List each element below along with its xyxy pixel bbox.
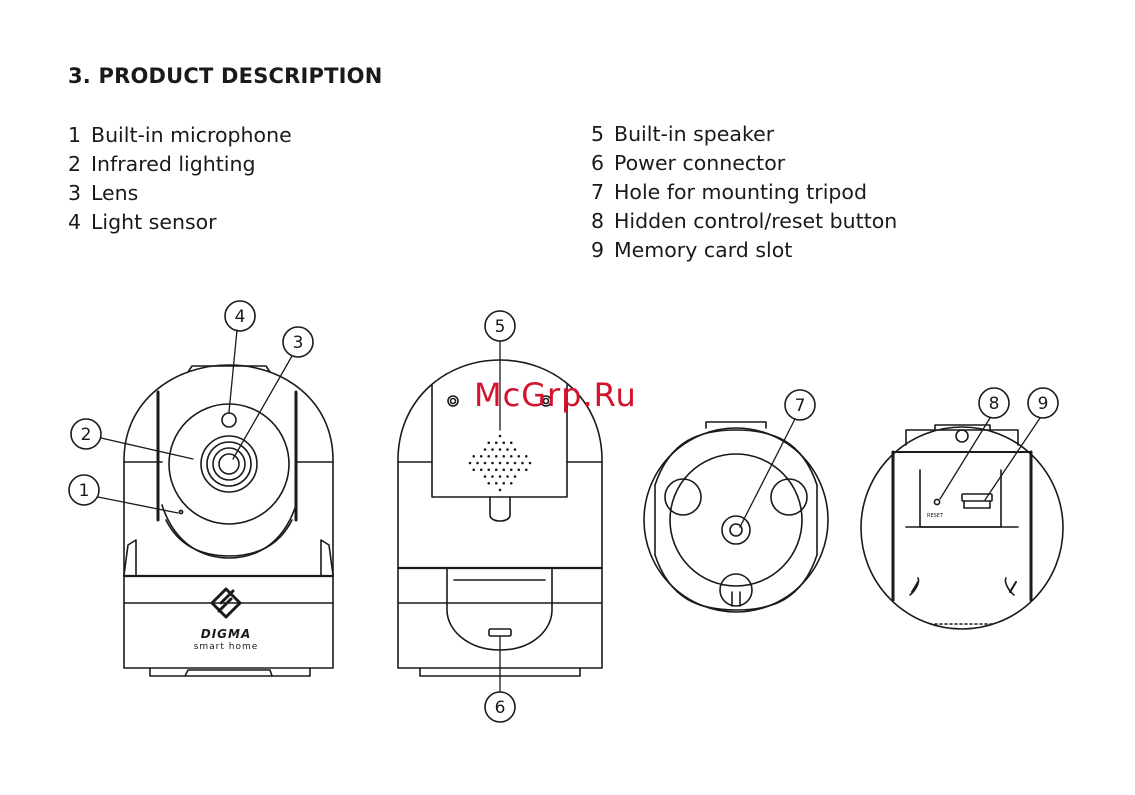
grille-dot [517, 455, 520, 458]
grille-dot [495, 482, 498, 485]
callout-label: 6 [495, 698, 506, 718]
grille-dot [502, 455, 505, 458]
grille-dot [487, 455, 490, 458]
grille-dot [499, 462, 502, 465]
grille-dot [487, 441, 490, 444]
grille-dot [472, 455, 475, 458]
grille-dot [480, 468, 483, 471]
callout-2: 2 [71, 419, 101, 449]
grille-dot [499, 489, 502, 492]
grille-dot [491, 475, 494, 478]
grille-dot [499, 435, 502, 438]
light-sensor-icon [222, 413, 236, 427]
grille-dot [476, 462, 479, 465]
callout-6: 6 [485, 692, 515, 722]
grille-dot [495, 468, 498, 471]
callout-4: 4 [225, 301, 255, 331]
grille-dot [514, 448, 517, 451]
brand-tagline: smart home [194, 642, 259, 652]
grille-dot [529, 462, 532, 465]
callout-1: 1 [69, 475, 99, 505]
callout-label: 2 [81, 425, 92, 445]
callout-label: 3 [293, 333, 304, 353]
grille-dot [491, 462, 494, 465]
grille-dot [517, 468, 520, 471]
reset-button-icon [934, 499, 939, 504]
grille-dot [514, 475, 517, 478]
watermark: McGrp.Ru [474, 376, 637, 414]
grille-dot [525, 455, 528, 458]
grille-dot [484, 475, 487, 478]
grille-dot [469, 462, 472, 465]
grille-dot [510, 482, 513, 485]
grille-dot [487, 468, 490, 471]
camera-bottom-view [644, 422, 828, 612]
camera-side-view [861, 425, 1063, 629]
card-slot-icon [962, 494, 992, 501]
grille-dot [491, 448, 494, 451]
grille-dot [502, 441, 505, 444]
grille-dot [495, 441, 498, 444]
grille-dot [472, 468, 475, 471]
grille-dot [510, 468, 513, 471]
speaker-grille-icon [469, 435, 532, 492]
callout-label: 5 [495, 317, 506, 337]
power-port-icon [489, 629, 511, 636]
grille-dot [514, 462, 517, 465]
grille-dot [487, 482, 490, 485]
callout-8: 8 [979, 388, 1009, 418]
grille-dot [502, 482, 505, 485]
grille-dot [484, 462, 487, 465]
grille-dot [521, 462, 524, 465]
grille-dot [506, 462, 509, 465]
callout-label: 7 [795, 396, 806, 416]
callout-5: 5 [485, 311, 515, 341]
grille-dot [499, 475, 502, 478]
callout-9: 9 [1028, 388, 1058, 418]
grille-dot [510, 455, 513, 458]
grille-dot [506, 448, 509, 451]
callout-label: 1 [79, 481, 90, 501]
callout-label: 8 [989, 394, 1000, 414]
grille-dot [484, 448, 487, 451]
microphone-hole-icon [179, 510, 182, 513]
grille-dot [480, 455, 483, 458]
reset-label: RESET [927, 513, 944, 519]
grille-dot [525, 468, 528, 471]
brand-logo-text: DIGMA [201, 627, 252, 641]
callout-label: 9 [1038, 394, 1049, 414]
grille-dot [506, 475, 509, 478]
callout-7: 7 [785, 390, 815, 420]
grille-dot [495, 455, 498, 458]
grille-dot [499, 448, 502, 451]
callout-3: 3 [283, 327, 313, 357]
callout-label: 4 [235, 307, 246, 327]
grille-dot [510, 441, 513, 444]
grille-dot [502, 468, 505, 471]
